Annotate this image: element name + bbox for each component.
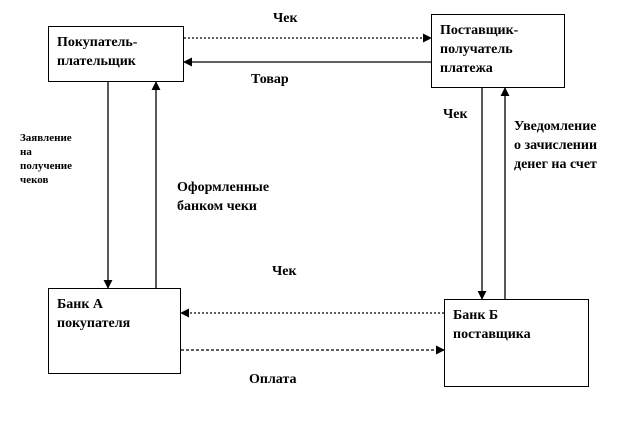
node-bank-a-line-1: Банк А (57, 297, 103, 312)
node-bank-b-line-2: поставщика (453, 327, 531, 342)
label-cheque-bottom: Чек (272, 264, 297, 279)
label-application: Заявление на получение чеков (20, 131, 72, 187)
node-buyer-line-1: Покупатель- (57, 35, 138, 50)
node-supplier-line-1: Поставщик- (440, 23, 519, 38)
label-application-line-4: чеков (20, 174, 49, 186)
label-issued-cheques-line-2: банком чеки (177, 199, 257, 214)
label-notice: Уведомление о зачислении денег на счет (514, 117, 597, 174)
node-supplier-line-2: получатель (440, 42, 513, 57)
node-bank-b: Банк Б поставщика (444, 299, 589, 387)
node-buyer-line-2: плательщик (57, 54, 136, 69)
label-goods: Товар (251, 72, 289, 87)
label-notice-line-2: о зачислении (514, 138, 598, 153)
node-supplier-line-3: платежа (440, 61, 493, 76)
node-bank-b-line-1: Банк Б (453, 308, 499, 323)
label-cheque-top: Чек (273, 11, 298, 26)
label-notice-line-1: Уведомление (514, 119, 597, 134)
label-payment: Оплата (249, 372, 297, 387)
node-bank-a: Банк А покупателя (48, 288, 181, 374)
label-application-line-1: Заявление (20, 132, 72, 144)
label-issued-cheques: Оформленные банком чеки (177, 178, 269, 216)
node-buyer: Покупатель- плательщик (48, 26, 184, 82)
label-notice-line-3: денег на счет (514, 157, 597, 172)
node-bank-a-line-2: покупателя (57, 316, 131, 331)
label-application-line-3: получение (20, 160, 73, 172)
label-issued-cheques-line-1: Оформленные (177, 180, 270, 195)
label-application-line-2: на (20, 146, 32, 158)
node-supplier: Поставщик- получатель платежа (431, 14, 565, 88)
label-cheque-right: Чек (443, 107, 468, 122)
